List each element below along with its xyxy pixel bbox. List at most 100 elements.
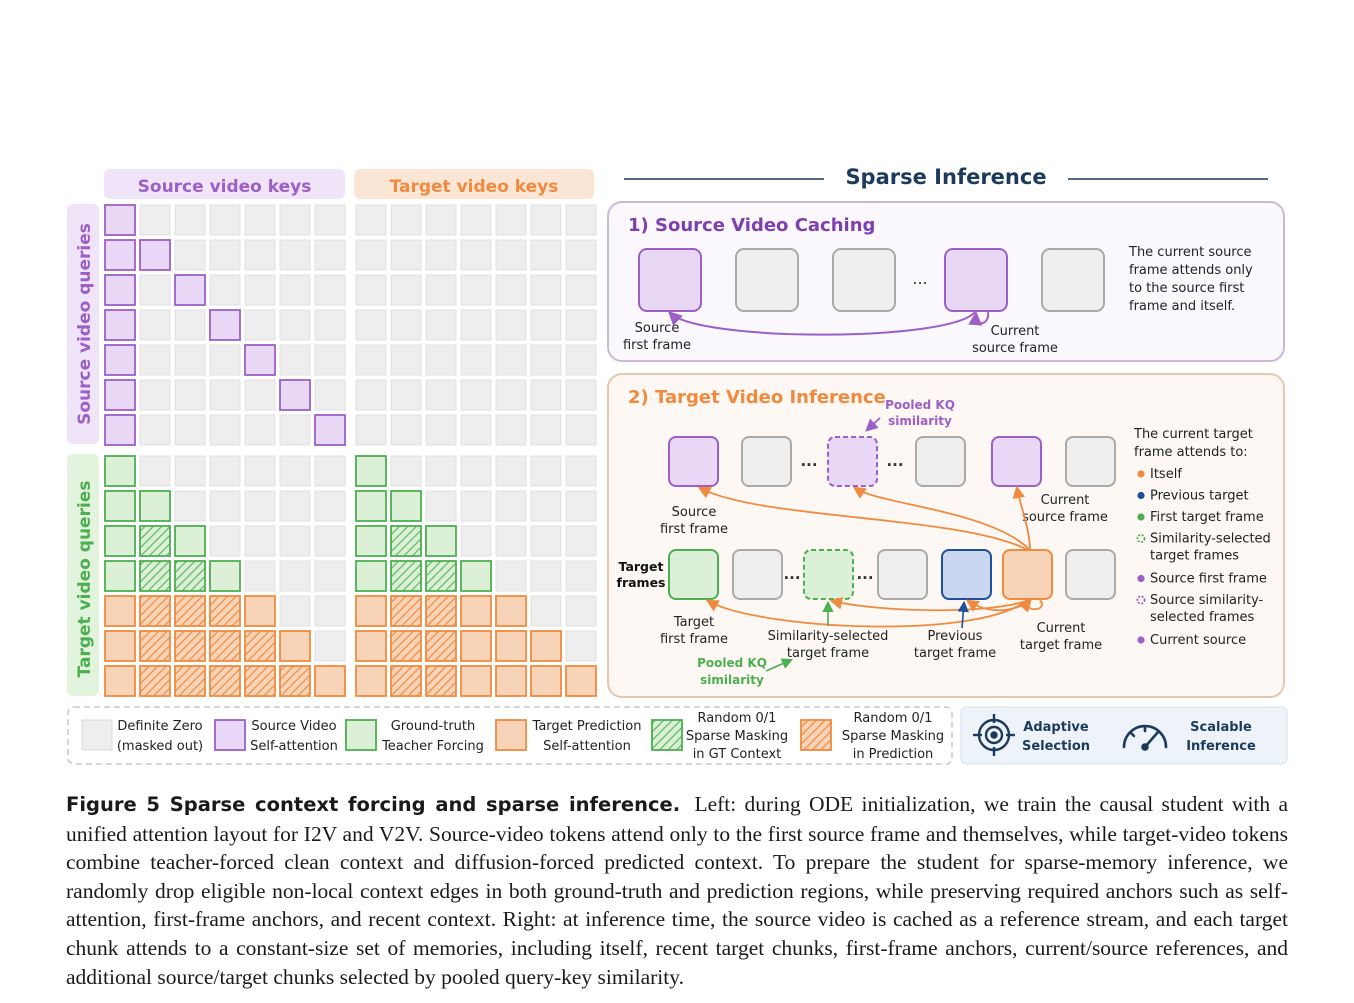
matrix-cell xyxy=(460,490,492,522)
matrix-cell xyxy=(314,490,346,522)
matrix-cell xyxy=(174,490,206,522)
legend-label: Definite Zero xyxy=(117,719,202,734)
matrix-cell xyxy=(355,455,387,487)
ellipsis: ... xyxy=(783,565,800,583)
matrix-cell xyxy=(355,414,387,446)
label-current-source: source frame xyxy=(972,341,1058,356)
matrix-cell xyxy=(495,665,527,697)
legend-target-prediction: Target Prediction Self-attention xyxy=(495,719,642,754)
matrix-cell xyxy=(390,455,422,487)
legend-label: Self-attention xyxy=(250,739,338,754)
pooled-kq-top: similarity xyxy=(888,414,952,428)
matrix-cell xyxy=(244,309,276,341)
legend-gt-teacher-forcing: Ground-truth Teacher Forcing xyxy=(345,719,484,754)
panel1-note: to the source first xyxy=(1129,281,1244,296)
matrix-cell xyxy=(460,379,492,411)
label-similarity-selected: Similarity-selected xyxy=(768,629,889,644)
matrix-cell xyxy=(104,239,136,271)
matrix-cell xyxy=(565,455,597,487)
matrix-cell xyxy=(530,525,562,557)
matrix-cell xyxy=(279,455,311,487)
matrix-cell xyxy=(565,595,597,627)
attends-item-label: Source first frame xyxy=(1150,572,1267,587)
matrix-cell xyxy=(279,379,311,411)
matrix-cell xyxy=(530,665,562,697)
matrix-cell xyxy=(314,309,346,341)
source-queries-label-bg xyxy=(67,204,99,444)
label-current-target: Current xyxy=(1037,621,1086,636)
label-p2-current-source: source frame xyxy=(1022,510,1108,525)
matrix-cell xyxy=(390,414,422,446)
matrix-cell xyxy=(460,274,492,306)
matrix-cell xyxy=(460,665,492,697)
matrix-cell xyxy=(209,595,241,627)
matrix-cell xyxy=(174,630,206,662)
matrix-cell xyxy=(314,595,346,627)
matrix-cell xyxy=(279,595,311,627)
source-keys-header: Source video keys xyxy=(138,177,312,197)
attention-matrix xyxy=(104,204,597,697)
matrix-cell xyxy=(495,595,527,627)
matrix-cell xyxy=(355,560,387,592)
attends-item-label: Current source xyxy=(1150,633,1246,648)
label-source-first: Source xyxy=(635,321,680,336)
matrix-cell xyxy=(174,239,206,271)
legend-swatch-gt xyxy=(345,719,377,751)
matrix-cell xyxy=(104,490,136,522)
matrix-cell xyxy=(565,379,597,411)
matrix-cell xyxy=(355,595,387,627)
matrix-cell xyxy=(314,274,346,306)
legend-swatch-prediction xyxy=(495,719,527,751)
matrix-cell xyxy=(355,239,387,271)
matrix-cell xyxy=(244,414,276,446)
legend-swatch-zero xyxy=(81,719,113,751)
matrix-cell xyxy=(355,204,387,236)
scalable-label: Inference xyxy=(1186,739,1256,754)
matrix-cell xyxy=(355,344,387,376)
target-queries-label: Target video queries xyxy=(75,481,95,678)
matrix-cell xyxy=(279,309,311,341)
caption-head: Figure 5 Sparse context forcing and spar… xyxy=(66,793,681,816)
legend-label: Target Prediction xyxy=(532,719,642,734)
matrix-cell xyxy=(174,560,206,592)
arrow-self-loop xyxy=(968,311,990,326)
matrix-cell xyxy=(425,204,457,236)
matrix-cell xyxy=(174,204,206,236)
matrix-cell xyxy=(495,630,527,662)
matrix-cell xyxy=(244,560,276,592)
matrix-cell xyxy=(425,525,457,557)
matrix-cell xyxy=(460,455,492,487)
matrix-cell xyxy=(209,490,241,522)
matrix-cell xyxy=(244,204,276,236)
matrix-cell xyxy=(139,239,171,271)
matrix-cell xyxy=(244,344,276,376)
current-target-box xyxy=(1002,549,1053,600)
target-frame-box xyxy=(1065,549,1116,600)
matrix-cell xyxy=(565,665,597,697)
legend-label: Random 0/1 xyxy=(698,711,777,726)
matrix-cell xyxy=(530,204,562,236)
matrix-cell xyxy=(425,560,457,592)
legend-box xyxy=(67,706,953,765)
matrix-cell xyxy=(104,560,136,592)
legend-definite-zero: Definite Zero (masked out) xyxy=(81,719,203,754)
matrix-cell xyxy=(209,239,241,271)
label-similarity-selected: target frame xyxy=(787,646,869,661)
matrix-cell xyxy=(495,414,527,446)
matrix-cell xyxy=(495,274,527,306)
p2-source-first-box xyxy=(668,436,719,487)
pooled-kq-bottom: Pooled KQ xyxy=(697,656,767,670)
matrix-cell xyxy=(530,560,562,592)
legend-label: Self-attention xyxy=(543,739,631,754)
matrix-cell xyxy=(460,309,492,341)
legend-label: in Prediction xyxy=(853,747,934,762)
matrix-cell xyxy=(244,379,276,411)
adaptive-label: Adaptive xyxy=(1023,720,1089,735)
badges-box xyxy=(960,706,1288,765)
ellipsis: ... xyxy=(886,452,903,470)
figure-canvas: Source video keys Target video keys Sour… xyxy=(67,165,1288,765)
matrix-cell xyxy=(139,414,171,446)
matrix-cell xyxy=(390,560,422,592)
matrix-cell xyxy=(530,274,562,306)
matrix-cell xyxy=(495,309,527,341)
